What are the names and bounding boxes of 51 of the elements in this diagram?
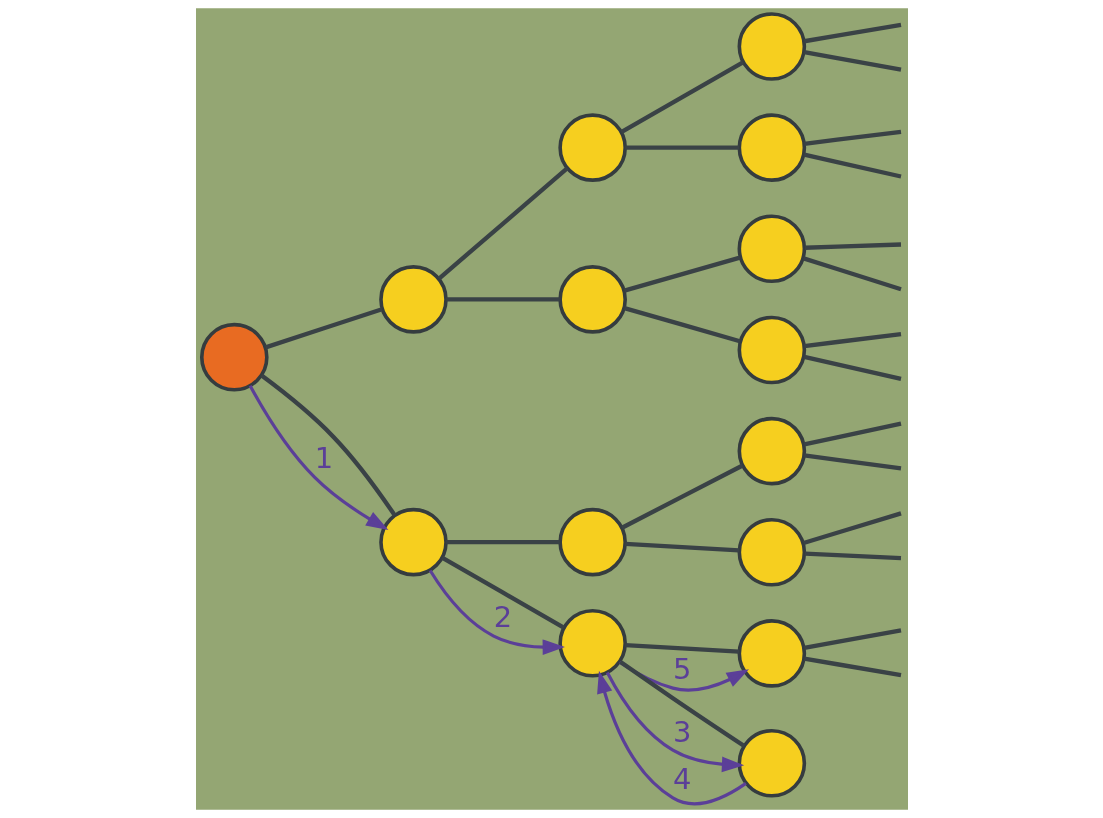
arrow xyxy=(428,569,565,655)
connector xyxy=(803,421,901,447)
connector xyxy=(803,453,901,471)
connector xyxy=(804,242,901,250)
node-circle xyxy=(737,315,806,385)
connector xyxy=(624,642,739,654)
connector xyxy=(803,152,901,179)
node-circle xyxy=(199,322,269,392)
connector xyxy=(624,145,739,150)
node-circle xyxy=(737,113,806,182)
connector xyxy=(803,656,901,678)
connector xyxy=(803,22,901,44)
connector xyxy=(804,551,901,561)
connector xyxy=(437,166,569,281)
connector xyxy=(445,297,560,302)
node-circle xyxy=(557,609,627,678)
node-circle xyxy=(737,214,806,284)
connector xyxy=(623,306,740,344)
connector xyxy=(803,331,901,349)
node-circle xyxy=(378,507,448,577)
node-circle xyxy=(557,265,627,334)
connector xyxy=(803,49,901,72)
arrow xyxy=(596,670,747,806)
connector xyxy=(803,354,901,381)
node-circle xyxy=(557,113,627,182)
edge-label: 3 xyxy=(672,714,691,749)
connector xyxy=(264,307,383,350)
arrow xyxy=(248,384,388,531)
connector xyxy=(445,540,560,545)
connector xyxy=(803,129,901,146)
connector xyxy=(259,373,396,517)
edge-label: 1 xyxy=(314,441,333,476)
arrow xyxy=(605,671,744,773)
connector xyxy=(624,541,739,553)
connector xyxy=(623,255,740,293)
connector xyxy=(620,463,744,530)
node-circle xyxy=(737,728,806,798)
node-circle xyxy=(378,265,448,334)
edge-label: 2 xyxy=(493,600,512,635)
edge-label: 4 xyxy=(672,762,691,797)
connector xyxy=(440,555,565,630)
node-circle xyxy=(557,507,627,577)
connector xyxy=(802,256,902,292)
node-circle xyxy=(737,517,806,587)
connector xyxy=(802,511,902,546)
connector xyxy=(803,628,901,650)
node-circle xyxy=(737,12,806,81)
edge-label: 5 xyxy=(672,652,691,687)
node-circle xyxy=(737,619,806,688)
node-circle xyxy=(737,416,806,486)
connector xyxy=(619,60,744,134)
